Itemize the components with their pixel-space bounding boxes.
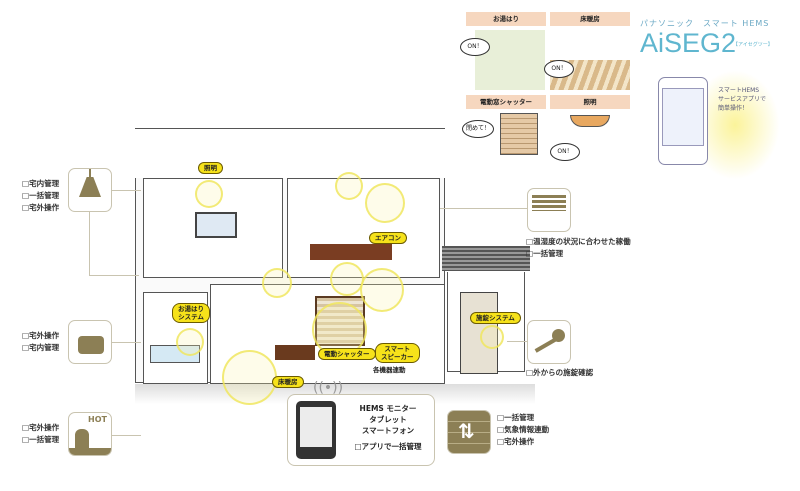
feature-item: □宅外操作	[22, 423, 60, 432]
tag-aircon: エアコン	[369, 232, 407, 244]
lamp-icon	[68, 168, 112, 212]
monitor-line: HEMS モニター	[359, 404, 417, 413]
shutter-illustration	[500, 113, 538, 155]
feature-list: □外からの施錠確認	[526, 367, 593, 379]
feature-list: □宅外操作 □一括管理	[22, 422, 59, 446]
feature-item: □一括管理	[526, 249, 564, 258]
ceiling-light-illustration	[570, 115, 610, 127]
feature-item: □宅外操作	[22, 331, 60, 340]
linked-devices-label: 各機器連動	[373, 366, 406, 374]
tag-light: 照明	[198, 162, 223, 174]
feature-item: □宅内管理	[22, 179, 60, 188]
feature-item: □気象情報連動	[497, 425, 550, 434]
feature-item: □一括管理	[497, 413, 535, 422]
bubble: 閉めて！	[462, 120, 494, 138]
hot-badge: HOT	[88, 415, 107, 424]
brand-title: AiSEG2	[640, 28, 737, 58]
tag-floor-heating: 床暖房	[272, 376, 304, 388]
floor-heating-cat-icon: HOT	[68, 412, 112, 456]
smartphone-illustration	[658, 77, 708, 165]
feature-list: □温湿度の状況に合わせた稼働 □一括管理	[526, 236, 631, 260]
tag-smart-speaker: スマート スピーカー	[375, 343, 420, 363]
panel-label-light: 照明	[550, 95, 630, 109]
wireless-icon: ((•))	[313, 380, 344, 396]
bath-illustration	[475, 30, 545, 90]
brand-subtitle: パナソニック スマート HEMS	[640, 19, 770, 28]
key-icon	[527, 320, 571, 364]
tag-bath-system: お湯はり システム	[172, 303, 210, 323]
feature-list: □一括管理 □気象情報連動 □宅外操作	[497, 412, 549, 448]
bubble: ON！	[550, 143, 580, 161]
feature-item: □一括管理	[22, 435, 60, 444]
bath-icon	[68, 320, 112, 364]
bubble: ON！	[460, 38, 490, 56]
app-caption: スマートHEMS サービスアプリで 簡単操作！	[718, 87, 767, 112]
feature-item: □温湿度の状況に合わせた稼働	[526, 237, 631, 246]
shutter-icon: ⇅	[447, 410, 491, 454]
monitor-line: スマートフォン	[361, 426, 415, 435]
feature-item: □宅外操作	[22, 203, 60, 212]
brand-reading: 【アイセグツー】	[733, 42, 773, 48]
hems-monitor-box: HEMS モニター タブレット スマートフォン □アプリで一括管理	[287, 394, 435, 466]
air-conditioner-icon	[527, 188, 571, 232]
tag-lock-system: 施錠システム	[470, 312, 521, 324]
panel-label-bath: お湯はり	[466, 12, 546, 26]
bubble: ON！	[544, 60, 574, 78]
panel-label-shutter: 電動窓シャッター	[466, 95, 546, 109]
feature-item: □宅内管理	[22, 343, 60, 352]
feature-list: □宅内管理 □一括管理 □宅外操作	[22, 178, 59, 214]
tag-electric-shutter: 電動シャッター	[318, 348, 376, 360]
feature-list: □宅外操作 □宅内管理	[22, 330, 59, 354]
feature-item: □外からの施錠確認	[526, 368, 594, 377]
feature-item: □宅外操作	[497, 437, 535, 446]
tablet-icon	[296, 401, 336, 459]
monitor-line: タブレット	[369, 415, 407, 424]
monitor-note: □アプリで一括管理	[354, 442, 422, 451]
feature-item: □一括管理	[22, 191, 60, 200]
panel-label-floor: 床暖房	[550, 12, 630, 26]
